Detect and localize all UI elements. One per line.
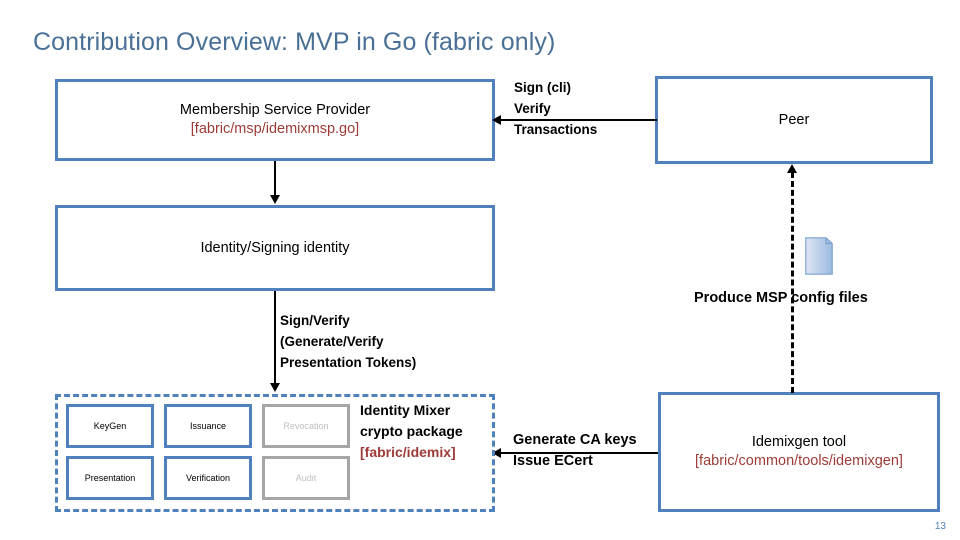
identity-box-title: Identity/Signing identity bbox=[200, 239, 350, 256]
idemix-function-verification[interactable]: Verification bbox=[164, 456, 252, 500]
idemixgen-box-title: Idemixgen tool bbox=[751, 434, 847, 450]
idemix-function-grid: KeyGen Issuance Revocation Presentation … bbox=[66, 404, 350, 500]
idemix-caption-path: [fabric/idemix] bbox=[360, 444, 456, 460]
peer-box[interactable]: Peer bbox=[655, 76, 933, 164]
idemix-package-caption: Identity Mixer crypto package [fabric/id… bbox=[360, 400, 495, 463]
idemixgen-to-peer-connector-line bbox=[791, 172, 794, 393]
page-number: 13 bbox=[934, 521, 946, 532]
page-title: Contribution Overview: MVP in Go (fabric… bbox=[33, 28, 556, 56]
document-icon bbox=[805, 237, 833, 275]
idemixgen-to-peer-arrowhead bbox=[787, 164, 797, 173]
peer-to-msp-connector-line bbox=[500, 119, 657, 121]
msp-box-title: Membership Service Provider bbox=[179, 102, 371, 118]
identity-to-idemix-arrowhead bbox=[270, 383, 280, 392]
peer-to-msp-arrowhead bbox=[492, 115, 501, 125]
idemix-function-keygen[interactable]: KeyGen bbox=[66, 404, 154, 448]
idemixgen-box[interactable]: Idemixgen tool [fabric/common/tools/idem… bbox=[658, 392, 940, 512]
idemix-function-issuance[interactable]: Issuance bbox=[164, 404, 252, 448]
idemix-package-container[interactable]: KeyGen Issuance Revocation Presentation … bbox=[55, 394, 495, 512]
msp-to-identity-connector-line bbox=[274, 161, 276, 197]
msp-box-path: [fabric/msp/idemixmsp.go] bbox=[190, 121, 360, 137]
idemixgen-to-idemix-label-line1: Generate CA keys bbox=[513, 432, 637, 448]
idemixgen-box-path: [fabric/common/tools/idemixgen] bbox=[695, 453, 903, 469]
identity-to-idemix-connector-line bbox=[274, 291, 276, 385]
msp-to-identity-arrowhead bbox=[270, 195, 280, 204]
peer-to-msp-label-line2: Verify bbox=[514, 101, 551, 116]
peer-to-msp-label-line3: Transactions bbox=[514, 122, 598, 137]
idemixgen-to-idemix-arrowhead bbox=[492, 448, 501, 458]
msp-box[interactable]: Membership Service Provider [fabric/msp/… bbox=[55, 79, 495, 161]
identity-box[interactable]: Identity/Signing identity bbox=[55, 205, 495, 291]
idemixgen-to-idemix-label-line2: Issue ECert bbox=[513, 453, 593, 469]
idemixgen-to-peer-label: Produce MSP config files bbox=[694, 290, 868, 306]
idemix-function-presentation[interactable]: Presentation bbox=[66, 456, 154, 500]
identity-to-idemix-label-line2: (Generate/Verify bbox=[280, 334, 384, 349]
idemix-function-revocation: Revocation bbox=[262, 404, 350, 448]
identity-to-idemix-label-line3: Presentation Tokens) bbox=[280, 355, 417, 370]
peer-box-title: Peer bbox=[778, 111, 810, 128]
identity-to-idemix-label-line1: Sign/Verify bbox=[280, 313, 350, 328]
idemix-caption-line2: crypto package bbox=[360, 423, 463, 439]
idemix-caption-line1: Identity Mixer bbox=[360, 402, 451, 418]
idemixgen-to-idemix-connector-line bbox=[500, 452, 658, 454]
idemix-function-audit: Audit bbox=[262, 456, 350, 500]
peer-to-msp-label-line1: Sign (cli) bbox=[514, 80, 571, 95]
